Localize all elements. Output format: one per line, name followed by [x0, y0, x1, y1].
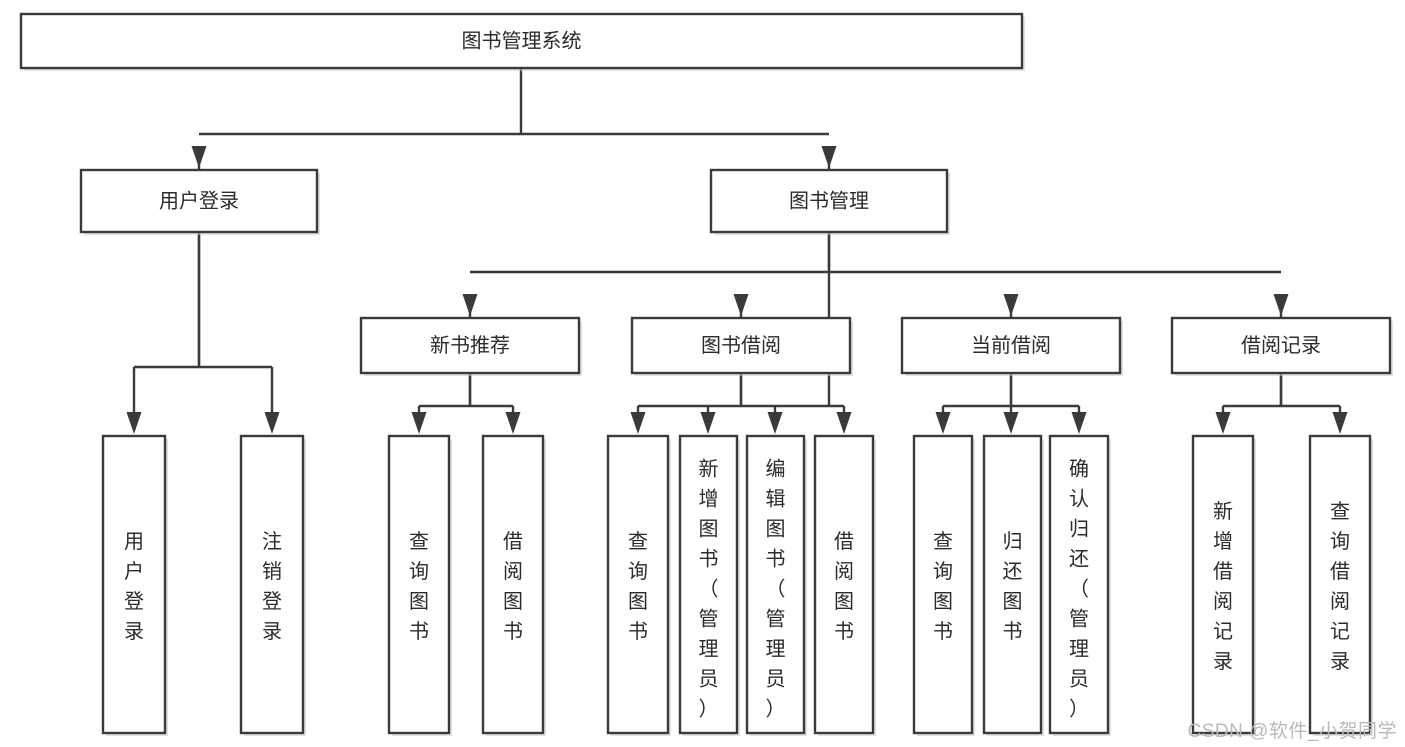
node-box-new-book-rec[interactable] [359, 316, 581, 375]
arrow-leaf-user-login [126, 367, 142, 434]
node-leaf-return-book[interactable]: 归还图书 [982, 434, 1044, 736]
node-leaf-query-book-c[interactable]: 查询图书 [912, 434, 975, 736]
node-label-user-login: 用户登录 [159, 189, 239, 212]
node-user-login[interactable]: 用户登录 [79, 168, 320, 235]
node-leaf-user-logout[interactable]: 注销登录 [239, 434, 306, 736]
node-label-leaf-return-book: 归还图书 [1003, 530, 1023, 643]
node-leaf-edit-book[interactable]: 编辑图书（管理员） [745, 434, 807, 736]
node-borrow-record[interactable]: 借阅记录 [1170, 316, 1393, 376]
node-current-borrow[interactable]: 当前借阅 [900, 316, 1123, 376]
arrow-leaf-confirm-return [1071, 406, 1087, 434]
node-label-book-manage: 图书管理 [789, 189, 869, 212]
node-box-leaf-query-book-b[interactable] [606, 434, 670, 735]
node-label-leaf-query-book-c: 查询图书 [933, 530, 953, 643]
bus-user-login [134, 232, 272, 369]
node-box-leaf-confirm-return[interactable] [1048, 434, 1110, 735]
node-label-borrow-record: 借阅记录 [1241, 334, 1321, 357]
node-label-book-borrow: 图书借阅 [701, 334, 781, 357]
node-label-leaf-query-book-rec: 查询图书 [409, 530, 429, 643]
node-box-leaf-user-logout[interactable] [239, 434, 305, 735]
node-box-leaf-query-book-c[interactable] [912, 434, 974, 735]
node-leaf-confirm-return[interactable]: 确认归还（管理员） [1048, 434, 1111, 736]
node-label-leaf-borrow-book-b: 借阅图书 [834, 530, 854, 643]
node-label-leaf-borrow-book-rec: 借阅图书 [503, 530, 523, 643]
node-leaf-query-record[interactable]: 查询借阅记录 [1308, 434, 1373, 736]
arrow-leaf-add-record [1215, 406, 1231, 434]
node-label-leaf-query-record: 查询借阅记录 [1330, 500, 1350, 673]
arrow-leaf-borrow-book-b [836, 406, 852, 434]
node-box-book-borrow[interactable] [630, 316, 852, 375]
arrow-leaf-edit-book [767, 406, 783, 434]
arrow-leaf-borrow-book-rec [505, 406, 521, 434]
node-leaf-query-book-rec[interactable]: 查询图书 [387, 434, 452, 736]
node-box-current-borrow[interactable] [900, 316, 1122, 375]
arrow-leaf-query-book-b [630, 406, 646, 434]
node-label-current-borrow: 当前借阅 [971, 334, 1051, 357]
bus-book-manage [470, 232, 1281, 274]
node-box-leaf-return-book[interactable] [982, 434, 1043, 735]
node-leaf-query-book-b[interactable]: 查询图书 [606, 434, 671, 736]
node-box-leaf-edit-book[interactable] [745, 434, 806, 735]
node-label-leaf-user-login: 用户登录 [124, 531, 144, 643]
connector-layer [126, 68, 1348, 434]
node-leaf-add-book[interactable]: 新增图书（管理员） [678, 434, 740, 736]
node-label-leaf-add-record: 新增借阅记录 [1213, 500, 1233, 673]
node-box-leaf-query-book-rec[interactable] [387, 434, 451, 735]
csdn-watermark: CSDN @软件_小贺同学 [1187, 721, 1397, 742]
node-label-leaf-query-book-b: 查询图书 [628, 530, 648, 643]
node-box-leaf-query-record[interactable] [1308, 434, 1372, 735]
node-label-root: 图书管理系统 [462, 29, 582, 52]
node-label-leaf-confirm-return: 确认归还（管理员） [1069, 457, 1089, 720]
node-book-manage[interactable]: 图书管理 [709, 168, 950, 235]
arrow-leaf-query-book-rec [411, 406, 427, 434]
node-root[interactable]: 图书管理系统 [19, 12, 1025, 71]
arrow-leaf-query-record [1332, 406, 1348, 434]
arrow-leaf-user-logout [264, 367, 280, 434]
arrow-leaf-return-book [1003, 406, 1019, 434]
node-label-leaf-user-logout: 注销登录 [262, 530, 282, 643]
node-box-leaf-user-login[interactable] [101, 434, 167, 735]
node-leaf-borrow-book-rec[interactable]: 借阅图书 [481, 434, 546, 736]
bus-root [199, 68, 829, 136]
node-box-leaf-add-record[interactable] [1191, 434, 1255, 735]
node-book-borrow[interactable]: 图书借阅 [630, 316, 853, 376]
node-box-user-login[interactable] [79, 168, 319, 234]
node-box-leaf-borrow-book-rec[interactable] [481, 434, 545, 735]
node-box-leaf-borrow-book-b[interactable] [813, 434, 875, 735]
node-label-new-book-rec: 新书推荐 [430, 334, 510, 357]
node-label-leaf-add-book: 新增图书（管理员） [699, 457, 719, 720]
arrow-leaf-add-book [700, 406, 716, 434]
node-new-book-rec[interactable]: 新书推荐 [359, 316, 582, 376]
node-box-leaf-add-book[interactable] [678, 434, 739, 735]
node-leaf-borrow-book-b[interactable]: 借阅图书 [813, 434, 876, 736]
bus-new-book-rec [419, 373, 513, 408]
node-leaf-add-record[interactable]: 新增借阅记录 [1191, 434, 1256, 736]
node-box-book-manage[interactable] [709, 168, 949, 234]
node-layer: 图书管理系统用户登录图书管理新书推荐图书借阅当前借阅借阅记录用户登录注销登录查询… [19, 12, 1393, 736]
node-box-borrow-record[interactable] [1170, 316, 1392, 375]
node-box-root[interactable] [19, 12, 1024, 70]
node-label-leaf-edit-book: 编辑图书（管理员） [766, 457, 786, 720]
arrow-leaf-query-book-c [935, 406, 951, 434]
node-leaf-user-login[interactable]: 用户登录 [101, 434, 168, 736]
